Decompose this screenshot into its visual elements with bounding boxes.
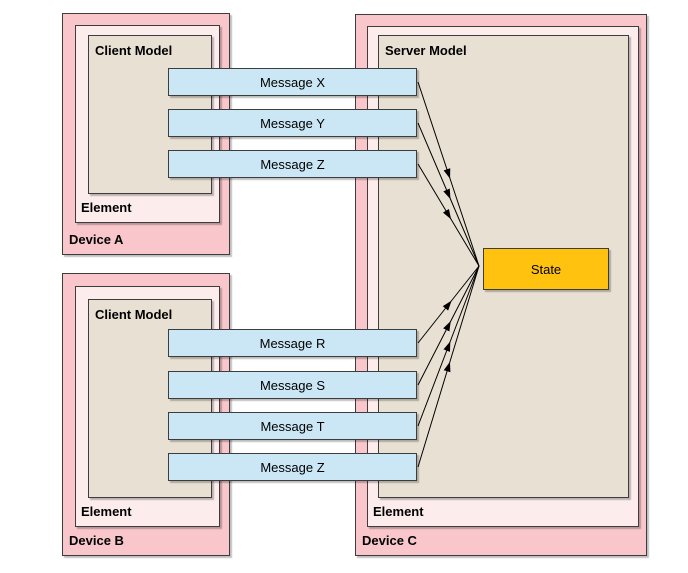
state-label: State (530, 261, 562, 277)
message-z2-bar: Message Z (168, 453, 417, 481)
device-c-server-model-label: Server Model (385, 43, 467, 58)
device-a-label: Device A (69, 232, 124, 247)
message-z2-label: Message Z (260, 459, 325, 475)
state-box: State (483, 248, 609, 290)
device-a-element-label: Element (81, 200, 132, 215)
device-c-label: Device C (362, 533, 417, 548)
message-x-label: Message X (259, 74, 326, 90)
device-a-client-model-label: Client Model (95, 43, 173, 58)
message-s-label: Message S (259, 377, 326, 393)
device-b-label: Device B (69, 533, 124, 548)
message-s-bar: Message S (168, 371, 417, 399)
message-x-bar: Message X (168, 68, 417, 96)
device-b-client-model-label: Client Model (95, 307, 173, 322)
device-b-element-box: Client Model Element (75, 286, 220, 527)
device-c-element-box: Server Model State Element (367, 26, 639, 527)
message-z-label: Message Z (260, 156, 325, 172)
message-r-bar: Message R (168, 329, 417, 357)
message-y-bar: Message Y (168, 109, 417, 137)
message-t-bar: Message T (168, 412, 417, 440)
message-z-bar: Message Z (168, 150, 417, 178)
device-c-element-label: Element (373, 504, 424, 519)
device-b-element-label: Element (81, 504, 132, 519)
message-r-label: Message R (259, 335, 326, 351)
message-y-label: Message Y (260, 115, 325, 131)
message-t-label: Message T (260, 418, 325, 434)
